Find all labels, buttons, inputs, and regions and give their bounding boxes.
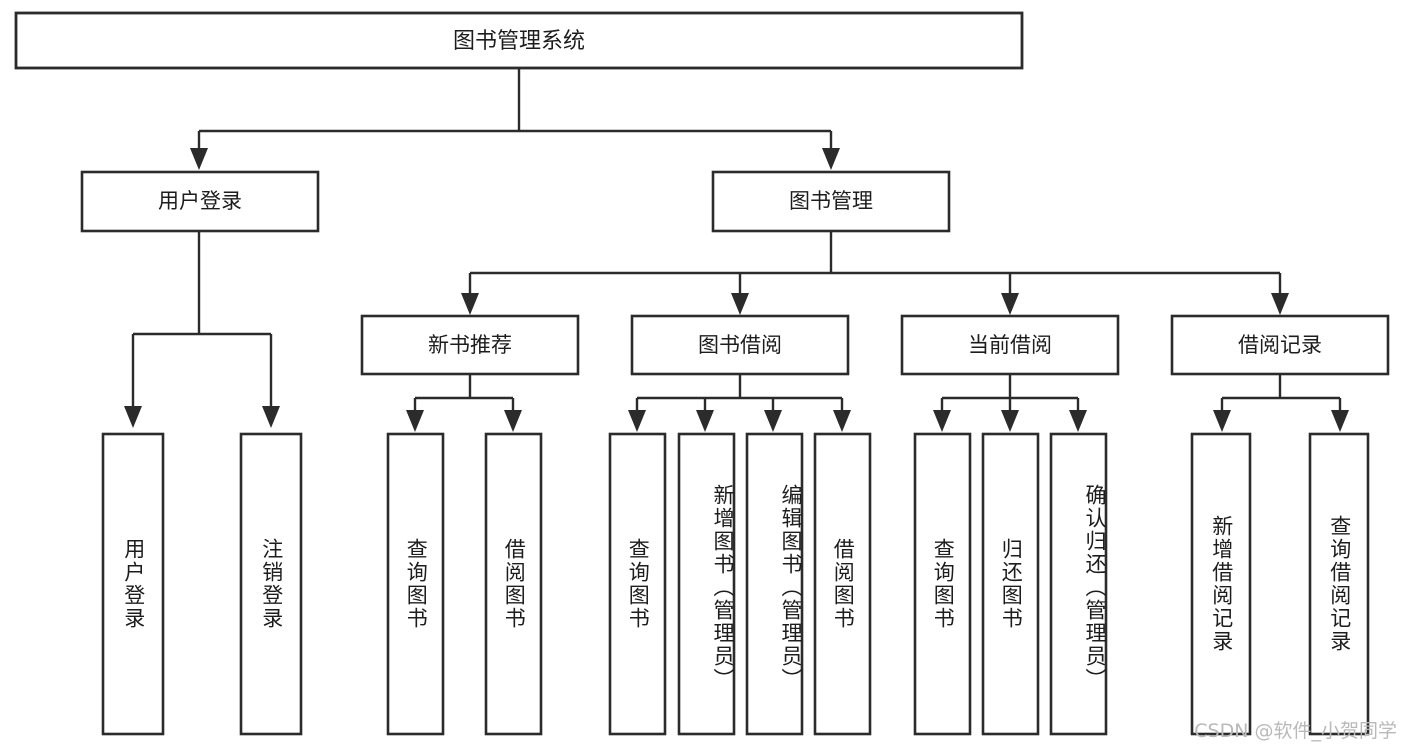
leaf-box-current-query[interactable] xyxy=(913,432,972,736)
connector-currentborrow-to-leaves xyxy=(933,374,1087,432)
node-borrow-record-label: 借阅记录 xyxy=(1238,333,1322,357)
connector-borrowrecord-to-leaves xyxy=(1213,374,1349,432)
node-user-login-label: 用户登录 xyxy=(158,189,242,213)
node-current-borrow[interactable]: 当前借阅 xyxy=(900,314,1120,376)
connector-userlogin-to-leaves xyxy=(124,231,280,428)
leaf-box-newbook-query[interactable] xyxy=(386,432,445,736)
leaf-box-newbook-borrow[interactable] xyxy=(484,432,543,736)
leaf-box-borrow-add[interactable] xyxy=(677,432,736,736)
node-user-login[interactable]: 用户登录 xyxy=(80,170,320,233)
node-current-borrow-label: 当前借阅 xyxy=(968,333,1052,357)
leaf-box-borrow-edit[interactable] xyxy=(745,432,804,736)
node-new-book-recommend[interactable]: 新书推荐 xyxy=(360,314,580,376)
node-borrow-record[interactable]: 借阅记录 xyxy=(1170,314,1390,376)
node-book-borrow[interactable]: 图书借阅 xyxy=(630,314,850,376)
node-book-borrow-label: 图书借阅 xyxy=(698,333,782,357)
leaf-box-user-login-logout[interactable] xyxy=(239,432,303,736)
watermark-text: CSDN @软件_小贺同学 xyxy=(1194,720,1397,742)
connector-bookborrow-to-leaves xyxy=(628,374,851,432)
node-book-management-label: 图书管理 xyxy=(789,189,873,213)
leaf-box-borrow-lend[interactable] xyxy=(813,432,872,736)
node-book-management[interactable]: 图书管理 xyxy=(711,170,951,233)
leaf-box-current-confirm[interactable] xyxy=(1049,432,1108,736)
connector-newbook-to-leaves xyxy=(406,374,522,432)
leaf-box-record-add[interactable] xyxy=(1190,432,1252,736)
node-new-book-recommend-label: 新书推荐 xyxy=(428,333,512,357)
node-root-system[interactable]: 图书管理系统 xyxy=(14,11,1024,70)
leaf-box-record-query[interactable] xyxy=(1308,432,1370,736)
leaf-box-current-return[interactable] xyxy=(981,432,1040,736)
connector-root-to-level2 xyxy=(190,68,840,170)
leaf-box-user-login-login[interactable] xyxy=(101,432,165,736)
connector-bookmanage-to-level3 xyxy=(461,231,1289,315)
leaf-box-borrow-query[interactable] xyxy=(608,432,667,736)
node-root-label: 图书管理系统 xyxy=(453,29,585,54)
